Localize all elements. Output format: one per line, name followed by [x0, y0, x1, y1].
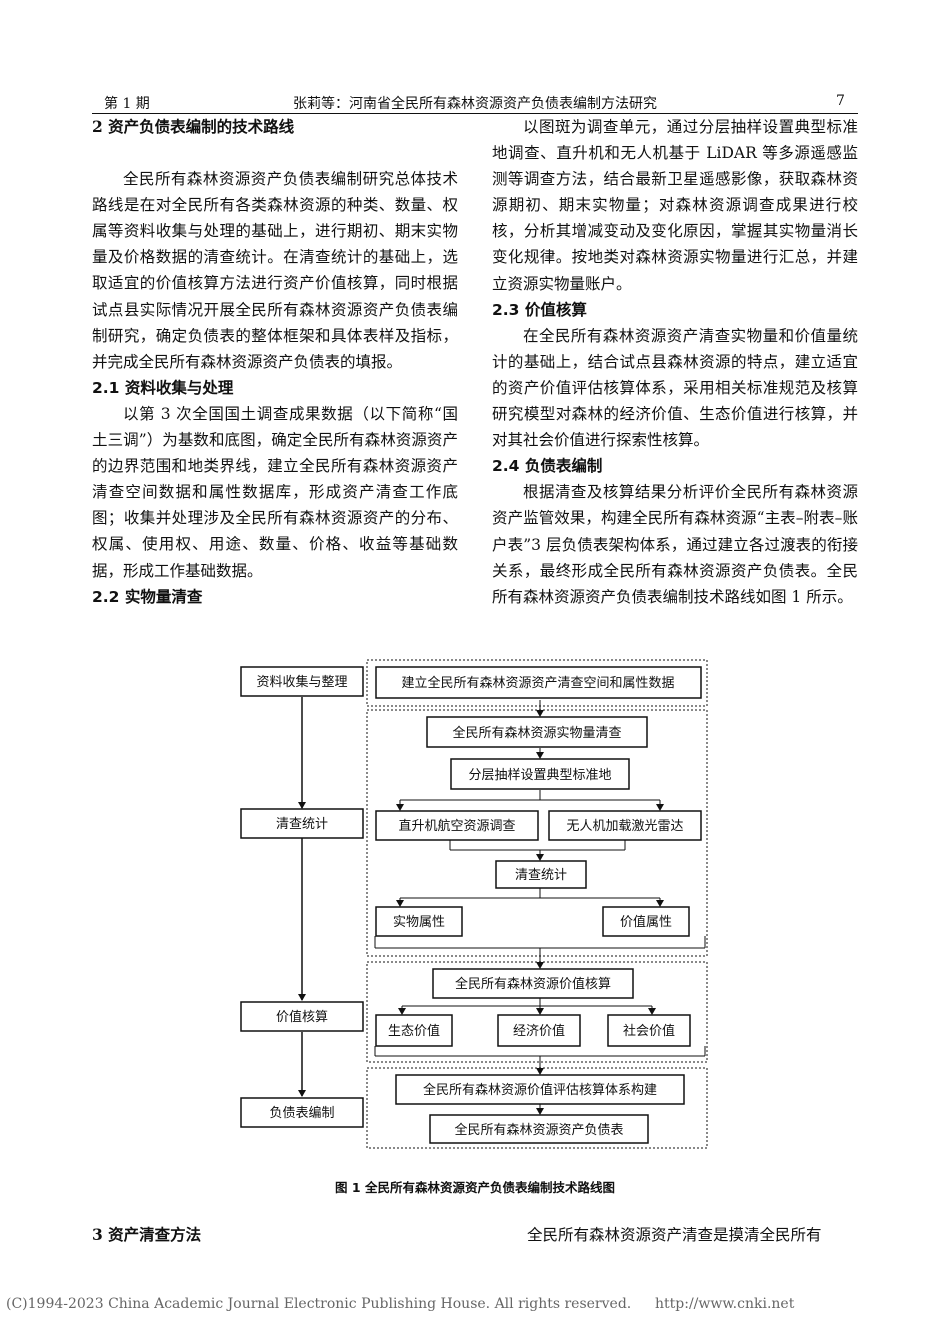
box-eco-label: 生态价值	[388, 1023, 440, 1039]
box-value-attr-label: 价值属性	[620, 914, 672, 930]
box-value-left: 价值核算	[240, 1001, 364, 1032]
running-title: 张莉等：河南省全民所有森林资源资产负债表编制方法研究	[293, 96, 657, 112]
box-phys-attr-label: 实物属性	[393, 915, 445, 930]
box-balance-left: 负债表编制	[240, 1097, 364, 1128]
group-frame-data	[366, 659, 708, 707]
section-2-paragraph: 全民所有森林资源资产负债表编制研究总体技术路线是在对全民所有各类森林资源的种类、…	[92, 170, 458, 371]
box-stat-left: 清查统计	[240, 808, 364, 839]
box-sampling-label: 分层抽样设置典型标准地	[468, 768, 611, 783]
section-2-title: 2 资产负债表编制的技术路线	[92, 117, 295, 136]
box-value-calc: 全民所有森林资源价值核算	[432, 968, 634, 999]
section-2-2-paragraph: 以图斑为调查单元，通过分层抽样设置典型标准地调查、直升机和无人机基于 LiDAR…	[492, 118, 858, 293]
box-helicopter-label: 直升机航空资源调查	[398, 818, 515, 834]
box-build-db-label: 建立全民所有森林资源资产清查空间和属性数据	[401, 675, 674, 691]
box-stat-right: 清查统计	[495, 860, 587, 889]
section-2-2-title: 2.2 实物量清查	[92, 587, 203, 606]
box-uav-label: 无人机加载激光雷达	[566, 819, 683, 834]
box-social-label: 社会价值	[623, 1023, 675, 1039]
box-collect: 资料收集与整理	[240, 666, 364, 697]
section-2-4-title: 2.4 负债表编制	[492, 457, 603, 476]
box-eco: 生态价值	[375, 1014, 453, 1047]
box-physical: 全民所有森林资源实物量清查	[426, 716, 648, 748]
section-3-right-text: 全民所有森林资源资产清查是摸清全民所有	[527, 1226, 822, 1244]
box-value-attr: 价值属性	[602, 906, 690, 937]
box-phys-attr: 实物属性	[375, 906, 463, 937]
section-2-3-title: 2.3 价值核算	[492, 300, 587, 319]
box-system-label: 全民所有森林资源价值评估核算体系构建	[423, 1082, 657, 1098]
box-sheet: 全民所有森林资源资产负债表	[429, 1114, 649, 1144]
page-number: 7	[836, 93, 845, 109]
header-rule	[92, 113, 858, 114]
cnki-link[interactable]: http://www.cnki.net	[655, 1296, 795, 1312]
box-collect-label: 资料收集与整理	[256, 674, 347, 690]
left-column: 2 资产负债表编制的技术路线 全民所有森林资源资产负债表编制研究总体技术路线是在…	[92, 114, 458, 610]
box-econ-label: 经济价值	[513, 1023, 565, 1039]
box-physical-label: 全民所有森林资源实物量清查	[452, 725, 621, 741]
section-2-1-title: 2.1 资料收集与处理	[92, 378, 234, 397]
box-stat-right-label: 清查统计	[515, 868, 567, 883]
technical-route-flowchart: 资料收集与整理 清查统计 价值核算 负债表编制 建立全民所有森林资源资产清查空间…	[240, 659, 708, 1149]
box-stat-left-label: 清查统计	[276, 817, 328, 832]
box-econ: 经济价值	[497, 1014, 581, 1047]
box-uav: 无人机加载激光雷达	[548, 810, 702, 841]
box-helicopter: 直升机航空资源调查	[375, 810, 539, 841]
journal-issue: 第 1 期	[104, 96, 150, 112]
right-column: 以图斑为调查单元，通过分层抽样设置典型标准地调查、直升机和无人机基于 LiDAR…	[492, 114, 858, 610]
box-social: 社会价值	[607, 1014, 691, 1047]
box-build-db: 建立全民所有森林资源资产清查空间和属性数据	[375, 666, 702, 699]
section-2-4-paragraph: 根据清查及核算结果分析评价全民所有森林资源资产监管效果，构建全民所有森林资源“主…	[492, 483, 858, 606]
box-value-left-label: 价值核算	[276, 1009, 328, 1025]
section-3-title: 3 资产清查方法	[92, 1225, 202, 1244]
box-sampling: 分层抽样设置典型标准地	[450, 758, 630, 790]
copyright-text: (C)1994-2023 China Academic Journal Elec…	[6, 1296, 632, 1312]
figure-caption: 图 1 全民所有森林资源资产负债表编制技术路线图	[335, 1180, 615, 1195]
section-2-3-paragraph: 在全民所有森林资源资产清查实物量和价值量统计的基础上，结合试点县森林资源的特点，…	[492, 326, 858, 450]
box-sheet-label: 全民所有森林资源资产负债表	[454, 1122, 623, 1138]
box-value-calc-label: 全民所有森林资源价值核算	[455, 976, 611, 992]
section-2-1-paragraph: 以第 3 次全国国土调查成果数据（以下简称“国土三调”）为基数和底图，确定全民所…	[92, 404, 458, 580]
box-balance-left-label: 负债表编制	[269, 1106, 334, 1121]
box-system: 全民所有森林资源价值评估核算体系构建	[395, 1074, 685, 1105]
